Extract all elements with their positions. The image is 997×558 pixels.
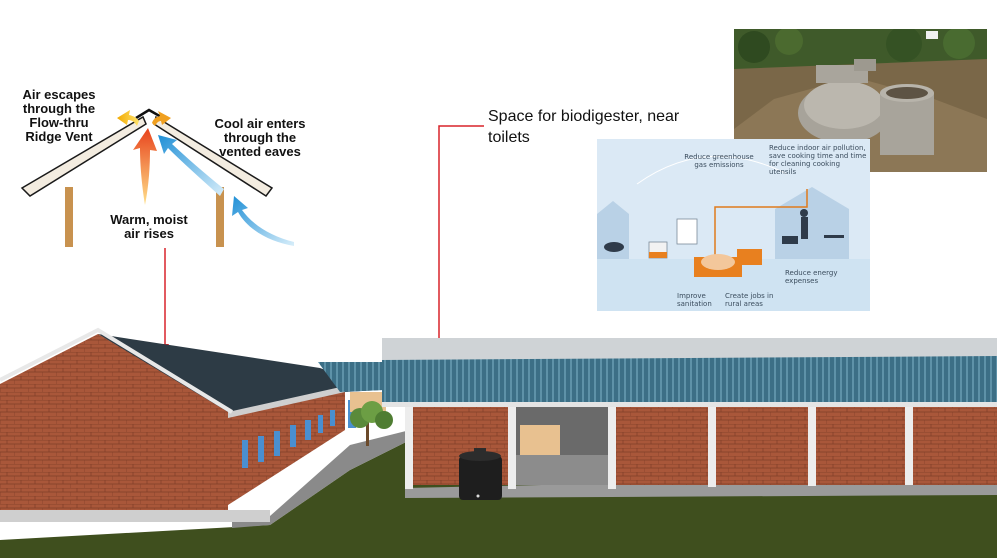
caption-indoor-air: Reduce indoor air pollution, save cookin… (769, 144, 869, 176)
escape-line-3: Flow-thru (29, 115, 89, 130)
roof-left-slope (20, 115, 147, 197)
right-block-eave (382, 402, 997, 407)
wall-post-right (216, 187, 224, 247)
ridge-vent-cap (135, 108, 164, 120)
caption-energy-line-1: Reduce energy (785, 269, 838, 277)
wing-windows (242, 410, 335, 468)
caption-jobs-line-2: rural areas (725, 300, 763, 308)
escape-line-4: Ridge Vent (25, 129, 93, 144)
right-block-wall (405, 407, 997, 485)
caption-sanitation-line-1: Improve (677, 292, 706, 300)
escape-line-2: through the (22, 101, 96, 116)
caption-sanitation: Improve sanitation (677, 292, 727, 308)
ridge-vent-diagram (20, 108, 294, 247)
tree (350, 401, 393, 446)
cool-line-2: through the (223, 130, 297, 145)
right-block-roof-top (382, 338, 997, 360)
left-wing-wall (228, 386, 345, 505)
cool-air-arrow-upper (158, 135, 224, 196)
infographic-art (597, 139, 870, 311)
water-tank (459, 448, 502, 500)
caption-sanitation-line-2: sanitation (677, 300, 712, 308)
escape-air-label: Air escapes through the Flow-thru Ridge … (8, 88, 110, 144)
left-gable-trim (0, 327, 234, 414)
warm-line-2: air rises (124, 226, 174, 241)
biogas-benefits-infographic: Reduce greenhouse gas emissions Reduce i… (597, 139, 870, 311)
caption-energy: Reduce energy expenses (785, 269, 855, 285)
caption-jobs-line-1: Create jobs in (725, 292, 774, 300)
caption-greenhouse-line-2: gas emissions (694, 161, 744, 169)
foundation-left (0, 510, 270, 522)
left-wing-roof-edge (228, 386, 345, 418)
warm-line-1: Warm, moist (110, 212, 188, 227)
caption-greenhouse: Reduce greenhouse gas emissions (679, 153, 759, 169)
wall-post-left (65, 187, 73, 247)
caption-jobs: Create jobs in rural areas (725, 292, 785, 308)
biodigester-note-line-1: Space for biodigester, near (488, 108, 680, 125)
distant-roof (318, 362, 385, 392)
cool-line-3: vented eaves (219, 144, 301, 159)
biodigester-note-line-2: toilets (488, 129, 530, 146)
warm-air-arrow (133, 128, 157, 205)
cool-air-arrow-lower (232, 196, 294, 246)
open-bay-inner (520, 425, 560, 455)
escape-line-1: Air escapes (22, 87, 96, 102)
walkway (232, 430, 410, 528)
warm-air-label: Warm, moist air rises (93, 213, 205, 241)
escaping-air-arrow-2 (152, 111, 171, 126)
caption-energy-line-2: expenses (785, 277, 819, 285)
caption-greenhouse-line-1: Reduce greenhouse (684, 153, 754, 161)
bay-floor (512, 455, 612, 485)
cool-line-1: Cool air enters (214, 116, 306, 131)
escaping-air-arrow (117, 110, 139, 126)
caption-indoor-line-2: save cooking time and time (769, 152, 867, 160)
cool-air-label: Cool air enters through the vented eaves (204, 117, 316, 159)
biodigester-note: Space for biodigester, near toilets (488, 106, 718, 148)
caption-indoor-line-3: for cleaning cooking utensils (769, 160, 841, 176)
left-gable-wall (0, 334, 228, 510)
pillars (405, 407, 913, 489)
caption-indoor-line-1: Reduce indoor air pollution, (769, 144, 866, 152)
